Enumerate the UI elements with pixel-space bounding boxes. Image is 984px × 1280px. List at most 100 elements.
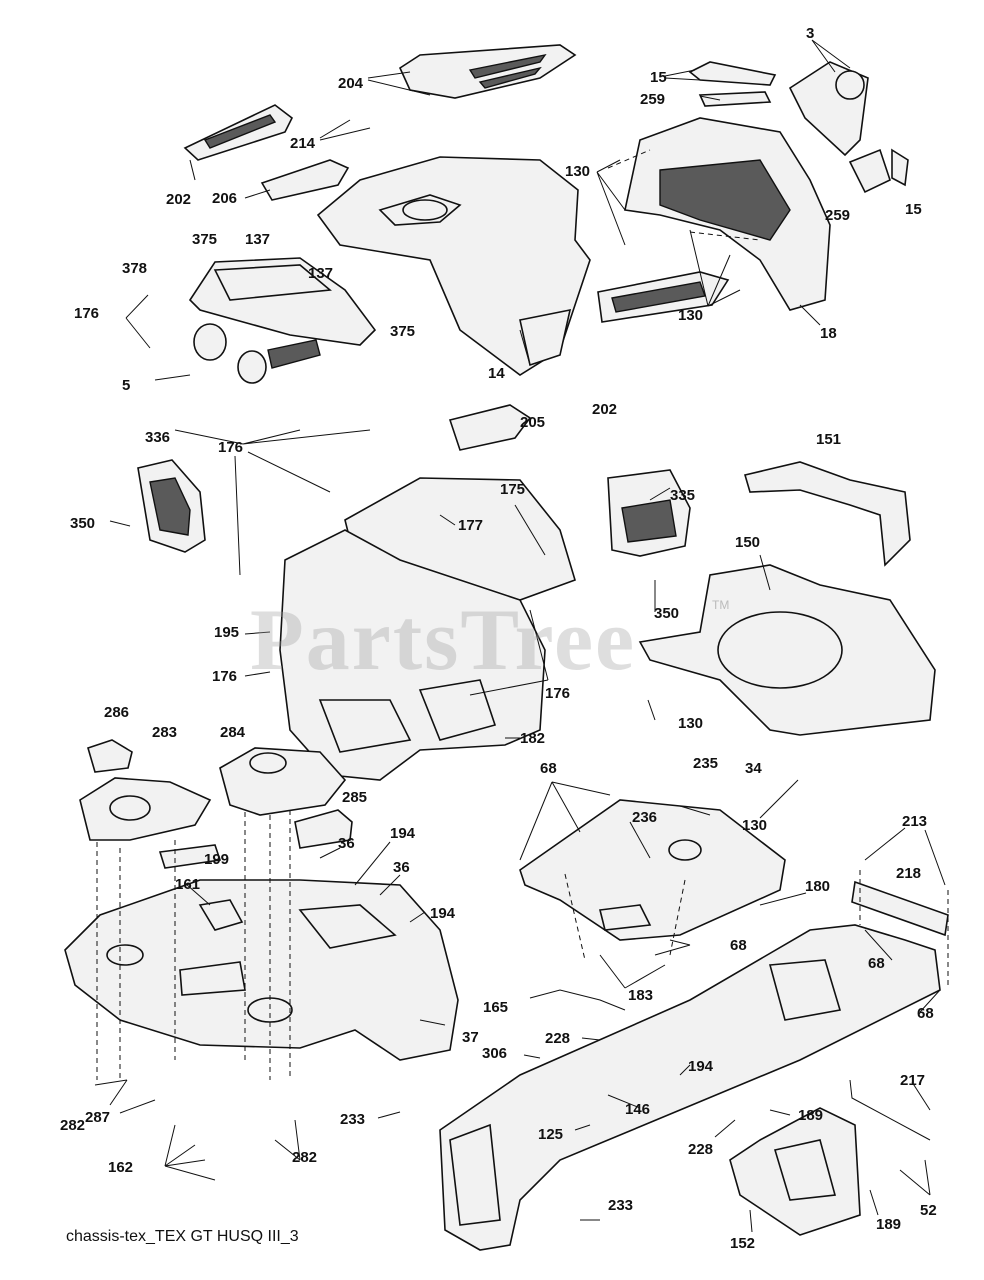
side-strip bbox=[688, 61, 777, 107]
callout-180: 180 bbox=[805, 878, 830, 895]
callout-137: 137 bbox=[245, 231, 270, 248]
fender-body bbox=[64, 879, 459, 1061]
bracket-218 bbox=[851, 880, 949, 937]
callout-150: 150 bbox=[735, 534, 760, 551]
callout-259: 259 bbox=[640, 91, 665, 108]
callout-228: 228 bbox=[688, 1141, 713, 1158]
callout-189: 189 bbox=[876, 1216, 901, 1233]
watermark: PartsTree bbox=[250, 592, 637, 689]
callout-18: 18 bbox=[820, 325, 837, 342]
callout-217: 217 bbox=[900, 1072, 925, 1089]
callout-130: 130 bbox=[565, 163, 590, 180]
callout-284: 284 bbox=[220, 724, 246, 741]
callout-199: 199 bbox=[204, 851, 229, 868]
callout-161: 161 bbox=[175, 876, 200, 893]
callout-214: 214 bbox=[290, 135, 316, 152]
right-side-grille bbox=[597, 271, 730, 323]
callout-202: 202 bbox=[166, 191, 191, 208]
callout-233: 233 bbox=[340, 1111, 365, 1128]
headlight-bulb-holder bbox=[848, 148, 909, 194]
callout-68: 68 bbox=[868, 955, 885, 972]
right-side-vent bbox=[607, 469, 691, 557]
mounting-bracket-151 bbox=[743, 461, 911, 567]
callout-165: 165 bbox=[483, 999, 508, 1016]
callout-350: 350 bbox=[654, 605, 679, 622]
callout-306: 306 bbox=[482, 1045, 507, 1062]
badge-285 bbox=[294, 809, 353, 849]
headlight-lens bbox=[788, 61, 869, 157]
callout-204: 204 bbox=[338, 75, 364, 92]
headlight-bracket bbox=[260, 159, 350, 201]
callout-233: 233 bbox=[608, 1197, 633, 1214]
callout-375: 375 bbox=[192, 231, 217, 248]
emblem-286 bbox=[87, 739, 133, 773]
assembly-lines bbox=[96, 149, 949, 1080]
seat-adjust-161 bbox=[198, 899, 244, 931]
dash-panel bbox=[188, 257, 377, 384]
front-grille-frame bbox=[624, 117, 831, 311]
callout-195: 195 bbox=[214, 624, 239, 641]
callout-15: 15 bbox=[905, 201, 922, 218]
callout-176: 176 bbox=[545, 685, 570, 702]
callout-37: 37 bbox=[462, 1029, 479, 1046]
hood-vent-cover bbox=[398, 44, 577, 99]
callout-283: 283 bbox=[152, 724, 177, 741]
callout-130: 130 bbox=[678, 715, 703, 732]
callout-205: 205 bbox=[520, 414, 545, 431]
rod-165 bbox=[529, 989, 626, 1011]
callout-282: 282 bbox=[292, 1149, 317, 1166]
steering-pedestal bbox=[279, 529, 546, 781]
diagram-caption: chassis-tex_TEX GT HUSQ III_3 bbox=[66, 1228, 299, 1245]
callout-130: 130 bbox=[678, 307, 703, 324]
callout-194: 194 bbox=[390, 825, 416, 842]
callout-287: 287 bbox=[85, 1109, 110, 1126]
callout-206: 206 bbox=[212, 190, 237, 207]
callout-378: 378 bbox=[122, 260, 147, 277]
left-fender-cap bbox=[79, 777, 212, 841]
callout-176: 176 bbox=[218, 439, 243, 456]
watermark-tm: TM bbox=[712, 598, 730, 612]
hood-main bbox=[316, 156, 591, 376]
seat-mount-plate bbox=[519, 799, 786, 941]
callout-282: 282 bbox=[60, 1117, 85, 1134]
callout-350: 350 bbox=[70, 515, 95, 532]
callout-176: 176 bbox=[74, 305, 99, 322]
main-frame bbox=[439, 924, 941, 1251]
bracket-205 bbox=[448, 404, 532, 451]
callout-335: 335 bbox=[670, 487, 695, 504]
callout-5: 5 bbox=[122, 377, 130, 394]
callout-151: 151 bbox=[816, 431, 841, 448]
callout-189: 189 bbox=[798, 1107, 823, 1124]
callout-68: 68 bbox=[540, 760, 557, 777]
callout-36: 36 bbox=[393, 859, 410, 876]
left-side-grille bbox=[183, 104, 294, 161]
callout-36: 36 bbox=[338, 835, 355, 852]
callout-194: 194 bbox=[430, 905, 456, 922]
callout-34: 34 bbox=[745, 760, 762, 777]
callout-162: 162 bbox=[108, 1159, 133, 1176]
callout-194: 194 bbox=[688, 1058, 714, 1075]
rod-217 bbox=[849, 1079, 931, 1141]
callout-176: 176 bbox=[212, 668, 237, 685]
callout-286: 286 bbox=[104, 704, 129, 721]
callout-68: 68 bbox=[730, 937, 747, 954]
callout-235: 235 bbox=[693, 755, 718, 772]
callout-285: 285 bbox=[342, 789, 367, 806]
callout-14: 14 bbox=[488, 365, 505, 382]
callout-137: 137 bbox=[308, 265, 333, 282]
callout-182: 182 bbox=[520, 730, 545, 747]
callout-336: 336 bbox=[145, 429, 170, 446]
callout-15: 15 bbox=[650, 69, 667, 86]
leader-lines bbox=[94, 39, 946, 1233]
callout-236: 236 bbox=[632, 809, 657, 826]
callout-218: 218 bbox=[896, 865, 921, 882]
bracket-152 bbox=[729, 1107, 861, 1236]
callout-130: 130 bbox=[742, 817, 767, 834]
callout-52: 52 bbox=[920, 1202, 937, 1219]
callout-175: 175 bbox=[500, 481, 525, 498]
callout-183: 183 bbox=[628, 987, 653, 1004]
callout-375: 375 bbox=[390, 323, 415, 340]
callout-152: 152 bbox=[730, 1235, 755, 1252]
